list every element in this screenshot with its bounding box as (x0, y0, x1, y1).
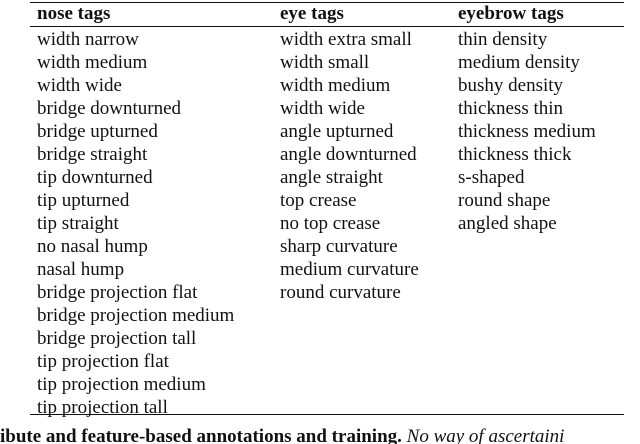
eye-tag-cell: angle upturned (280, 121, 394, 142)
eye-tag-cell: angle straight (280, 167, 383, 188)
eye-tag-cell: width wide (280, 98, 365, 119)
table-caption: ibute and feature-based annotations and … (0, 425, 640, 444)
table-header-rule (30, 26, 624, 27)
eye-tag-cell: top crease (280, 190, 357, 211)
nose-tag-cell: bridge projection medium (37, 305, 235, 326)
nose-tag-cell: tip projection medium (37, 374, 206, 395)
nose-tag-cell: width wide (37, 75, 122, 96)
eyebrow-tag-cell: medium density (458, 52, 580, 73)
nose-tag-cell: tip straight (37, 213, 119, 234)
nose-tag-cell: no nasal hump (37, 236, 148, 257)
eye-tag-cell: sharp curvature (280, 236, 398, 257)
nose-tag-cell: bridge projection tall (37, 328, 197, 349)
eye-tags-header: eye tags (280, 3, 344, 24)
nose-tag-cell: width medium (37, 52, 148, 73)
nose-tag-cell: nasal hump (37, 259, 125, 280)
eyebrow-tag-cell: thickness thin (458, 98, 564, 119)
nose-tag-cell: bridge upturned (37, 121, 158, 142)
eyebrow-tag-cell: angled shape (458, 213, 557, 234)
caption-italic-text: No way of ascertaini (406, 426, 565, 444)
eye-tag-cell: angle downturned (280, 144, 417, 165)
caption-bold-text: ibute and feature-based annotations and … (0, 426, 402, 444)
nose-tag-cell: bridge projection flat (37, 282, 198, 303)
eyebrow-tag-cell: bushy density (458, 75, 564, 96)
eye-tag-cell: no top crease (280, 213, 381, 234)
eyebrow-tag-cell: thickness thick (458, 144, 572, 165)
nose-tag-cell: tip projection flat (37, 351, 169, 372)
nose-tags-header: nose tags (37, 3, 111, 24)
table-bottom-rule (30, 414, 624, 415)
eyebrow-tag-cell: thickness medium (458, 121, 596, 142)
eyebrow-tag-cell: s-shaped (458, 167, 525, 188)
nose-tag-cell: tip projection tall (37, 397, 168, 418)
eye-tag-cell: round curvature (280, 282, 401, 303)
nose-tag-cell: bridge downturned (37, 98, 182, 119)
table-top-rule (30, 2, 624, 3)
eye-tag-cell: width medium (280, 75, 391, 96)
eyebrow-tag-cell: thin density (458, 29, 548, 50)
nose-tag-cell: tip upturned (37, 190, 130, 211)
eyebrow-tags-header: eyebrow tags (458, 3, 564, 24)
nose-tag-cell: tip downturned (37, 167, 153, 188)
nose-tag-cell: width narrow (37, 29, 139, 50)
nose-tag-cell: bridge straight (37, 144, 148, 165)
eye-tag-cell: medium curvature (280, 259, 419, 280)
eye-tag-cell: width extra small (280, 29, 412, 50)
eyebrow-tag-cell: round shape (458, 190, 551, 211)
eye-tag-cell: width small (280, 52, 370, 73)
